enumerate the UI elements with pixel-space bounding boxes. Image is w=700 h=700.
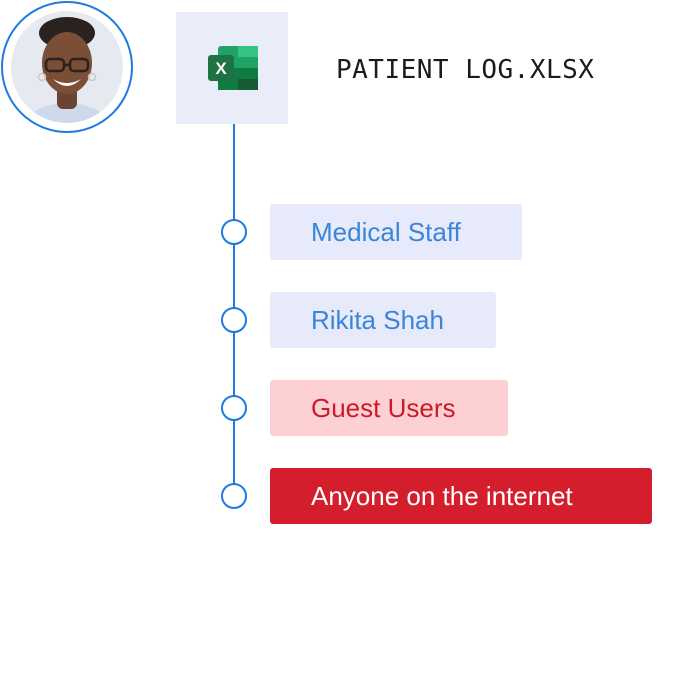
excel-icon: X [208,46,258,90]
timeline-node [221,483,247,509]
access-chip-medical-staff[interactable]: Medical Staff [270,204,522,260]
timeline-node [221,307,247,333]
avatar-photo [11,11,123,123]
access-chip-anyone-on-internet[interactable]: Anyone on the internet [270,468,652,524]
access-chip-guest-users[interactable]: Guest Users [270,380,508,436]
timeline-node [221,219,247,245]
file-name: PATIENT LOG.XLSX [336,55,595,85]
access-chip-rikita-shah[interactable]: Rikita Shah [270,292,496,348]
svg-text:X: X [215,59,227,78]
file-tile[interactable]: X [176,12,288,124]
timeline-node [221,395,247,421]
user-avatar [1,1,133,133]
